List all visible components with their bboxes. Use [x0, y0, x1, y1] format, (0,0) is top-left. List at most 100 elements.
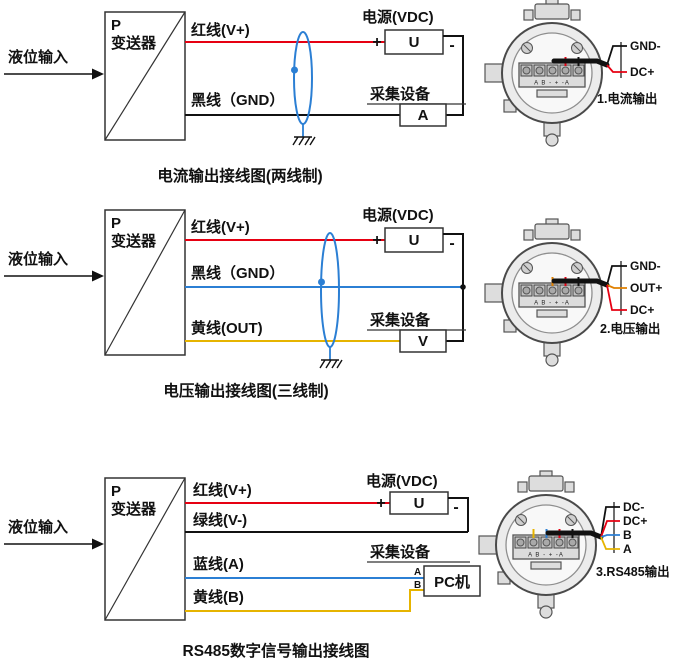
power-supply-box — [384, 29, 444, 55]
shield-drain-dot — [318, 278, 325, 286]
transmitter-p: P — [111, 17, 121, 34]
section-current-output: 液位输入 P 变送器 红线(V+) 黑线（GND） 电源(VDC) U + - … — [4, 0, 661, 185]
lead-label-gnd: GND- — [630, 259, 661, 273]
lead-label-b: B — [623, 528, 632, 542]
collector-box — [399, 103, 447, 127]
lead-label-dc: DC+ — [630, 65, 654, 79]
ground-icon — [292, 136, 316, 146]
red-wire-label: 红线(V+) — [191, 21, 250, 39]
transmitter-diagonal — [104, 477, 186, 621]
transmitter-p: P — [111, 483, 121, 500]
lead-label-a: A — [623, 542, 632, 556]
lead-label-gnd: GND- — [630, 39, 661, 53]
lead-label-out: OUT+ — [630, 281, 662, 295]
collector-label: 采集设备 — [369, 311, 431, 329]
section-caption: 电流输出接线图(两线制) — [157, 166, 322, 185]
lead-a — [600, 536, 620, 550]
plus-sign: + — [372, 34, 381, 51]
power-supply-label: 电源(VDC) — [362, 8, 434, 26]
lead-label-dcplus: DC+ — [623, 514, 647, 528]
lead-label-dcminus: DC- — [623, 500, 644, 514]
device-photo-current: GND- DC+ 1.电流输出 — [484, 0, 661, 147]
input-label: 液位输入 — [8, 518, 68, 536]
lead-dcplus — [600, 520, 620, 538]
terminal-a-label: A — [414, 567, 421, 578]
transmitter-block: P 变送器 — [104, 477, 186, 621]
transmitter-name: 变送器 — [111, 232, 157, 250]
power-unit-symbol: U — [409, 232, 420, 249]
power-supply-label: 电源(VDC) — [362, 206, 434, 224]
transmitter-block: P 变送器 — [104, 209, 186, 356]
minus-sign: - — [449, 235, 454, 252]
photo-caption: 2.电压输出 — [600, 321, 660, 336]
power-unit-symbol: U — [414, 495, 425, 512]
section-caption: 电压输出接线图(三线制) — [163, 381, 328, 400]
gnd-wire-label: 黑线（GND） — [191, 264, 284, 282]
input-arrow — [4, 68, 104, 80]
lead-gnd — [606, 265, 627, 286]
pc-box — [423, 565, 481, 597]
lead-dc — [606, 64, 627, 73]
collector-label: 采集设备 — [369, 85, 431, 103]
a-wire-label: 蓝线(A) — [193, 555, 244, 573]
terminal-b-label: B — [414, 580, 421, 591]
cable-shield — [318, 232, 343, 369]
cable — [545, 530, 604, 540]
plus-sign: + — [372, 232, 381, 249]
cable-shield — [291, 31, 316, 146]
lead-b — [600, 534, 620, 538]
input-label: 液位输入 — [8, 250, 68, 268]
lead-dc — [606, 284, 627, 311]
transmitter-name: 变送器 — [111, 34, 157, 52]
power-supply-label: 电源(VDC) — [366, 472, 438, 490]
collector-return-wire — [446, 287, 464, 342]
b-wire — [185, 589, 424, 612]
device-photo-rs485: DC- DC+ B A 3.RS485输出 — [478, 470, 670, 619]
b-wire-label: 黄线(B) — [193, 588, 244, 606]
section-caption: RS485数字信号输出接线图 — [183, 641, 370, 660]
collector-label: 采集设备 — [369, 543, 431, 561]
vminus-wire-label: 绿线(V-) — [193, 511, 247, 529]
red-wire-label: 红线(V+) — [191, 218, 250, 236]
photo-caption: 3.RS485输出 — [596, 564, 670, 579]
pc-label: PC机 — [434, 573, 470, 591]
power-supply-box — [389, 491, 449, 515]
collector-box — [399, 329, 447, 353]
collector-unit-symbol: A — [418, 107, 429, 124]
power-supply-box — [384, 227, 444, 253]
transmitter-name: 变送器 — [111, 500, 157, 518]
minus-sign: - — [449, 37, 454, 54]
transmitter-block: P 变送器 — [104, 11, 186, 141]
lead-dcminus — [600, 506, 620, 538]
input-arrow — [4, 270, 104, 282]
lead-out — [606, 284, 627, 289]
transmitter-diagonal — [104, 209, 186, 356]
photo-caption: 1.电流输出 — [597, 91, 657, 106]
input-arrow — [4, 538, 104, 550]
power-unit-symbol: U — [409, 34, 420, 51]
minus-sign: - — [453, 499, 458, 516]
collector-unit-symbol: V — [418, 333, 428, 350]
cable — [551, 278, 610, 288]
transmitter-p: P — [111, 215, 121, 232]
return-wire — [443, 233, 464, 287]
return-wire — [448, 497, 469, 532]
input-label: 液位输入 — [8, 48, 68, 66]
return-wire — [443, 35, 464, 116]
transmitter-diagonal — [104, 11, 186, 141]
section-voltage-output: 液位输入 P 变送器 红线(V+) 黑线（GND） 黄线(OUT) 电源(VDC… — [4, 206, 662, 400]
red-wire-label: 红线(V+) — [193, 481, 252, 499]
device-photo-voltage: GND- OUT+ DC+ 2.电压输出 — [484, 218, 662, 367]
shield-ellipse — [320, 232, 340, 348]
shield-drain-dot — [291, 66, 298, 74]
out-wire-label: 黄线(OUT) — [191, 319, 263, 337]
cable — [551, 58, 610, 68]
plus-sign: + — [376, 495, 385, 512]
lead-gnd — [606, 45, 627, 66]
lead-label-dc: DC+ — [630, 303, 654, 317]
black-wire-label: 黑线（GND） — [191, 91, 284, 109]
section-rs485-output: 液位输入 P 变送器 红线(V+) 绿线(V-) 蓝线(A) 黄线(B) 电源(… — [4, 470, 670, 660]
shield-ellipse — [293, 31, 313, 125]
